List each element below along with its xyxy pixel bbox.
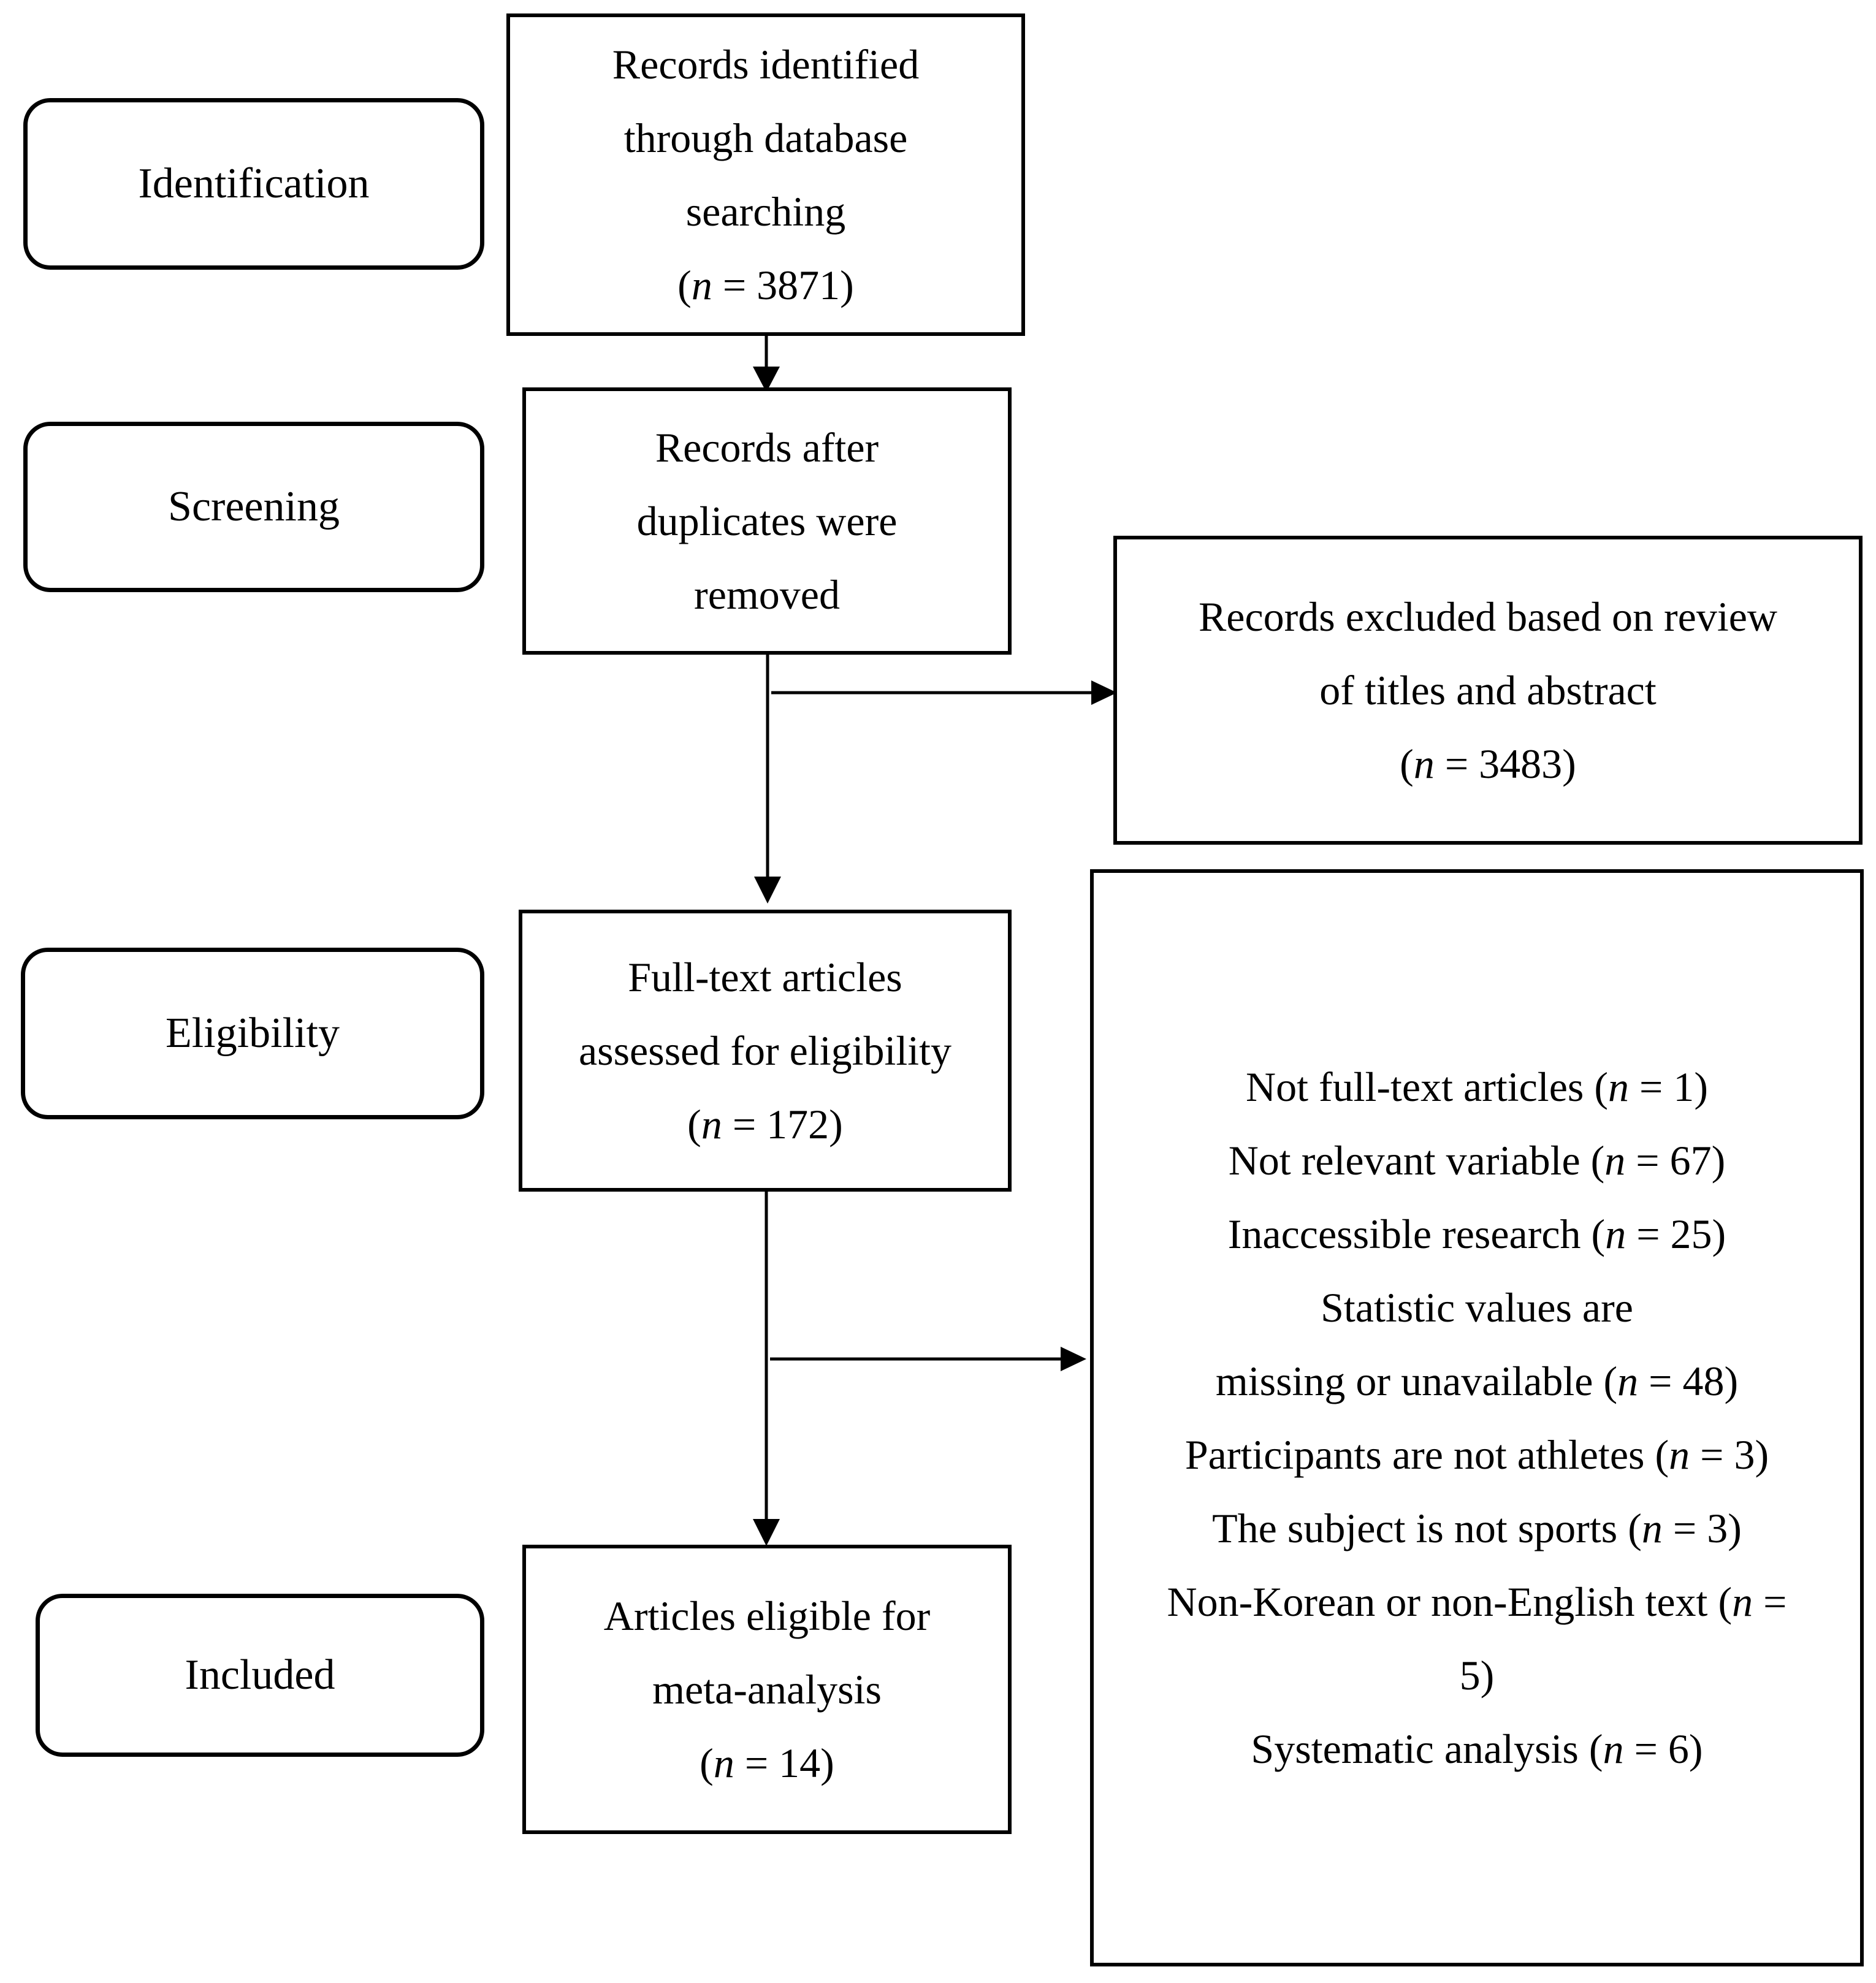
box-records-excluded: Records excluded based on review of titl… (1113, 536, 1863, 845)
stage-identification-label: Identification (138, 160, 370, 207)
box-articles-eligible: Articles eligible for meta-analysis (n =… (522, 1545, 1012, 1834)
stage-screening-label: Screening (168, 483, 340, 530)
stage-identification: Identification (23, 98, 484, 270)
box-records-after-duplicates-line-2: duplicates were (636, 498, 898, 544)
arrowhead-eligibility-to-included (753, 1519, 780, 1546)
exclusion-reason: Participants are not athletes (n = 3) (1184, 1431, 1769, 1478)
exclusion-reason: The subject is not sports (n = 3) (1212, 1505, 1742, 1551)
arrowhead-screening-to-excluded (1091, 680, 1117, 705)
stage-included-label: Included (185, 1651, 335, 1699)
box-records-identified-count: (n = 3871) (677, 262, 854, 308)
box-records-after-duplicates-line-3: removed (694, 571, 840, 618)
box-records-identified: Records identified through database sear… (506, 13, 1025, 336)
exclusion-reason: Statistic values are (1321, 1284, 1633, 1331)
arrowhead-eligibility-to-reasons (1061, 1347, 1086, 1371)
arrowhead-identified-to-screening (753, 367, 780, 392)
stage-included: Included (36, 1594, 484, 1757)
stage-screening: Screening (23, 422, 484, 592)
box-articles-eligible-line-2: meta-analysis (652, 1666, 882, 1713)
box-articles-eligible-count: (n = 14) (700, 1740, 834, 1786)
box-records-excluded-count: (n = 3483) (1400, 740, 1576, 787)
stage-eligibility: Eligibility (21, 948, 484, 1119)
arrowhead-screening-to-eligibility (754, 877, 781, 904)
box-records-after-duplicates: Records after duplicates were removed (522, 387, 1012, 655)
exclusion-reason: Non-Korean or non-English text (n = (1167, 1578, 1787, 1625)
box-records-after-duplicates-line-1: Records after (655, 424, 879, 471)
exclusion-reasons-list: Not full-text articles (n = 1) Not relev… (1167, 1050, 1787, 1786)
box-full-text-assessed-line-2: assessed for eligibility (578, 1027, 952, 1074)
box-records-identified-line-2: through database (623, 115, 908, 161)
box-full-text-excluded-reasons: Not full-text articles (n = 1) Not relev… (1090, 869, 1864, 1966)
exclusion-reason: Not full-text articles (n = 1) (1245, 1064, 1709, 1110)
exclusion-reason-continued: 5) (1459, 1652, 1495, 1699)
box-full-text-assessed-line-1: Full-text articles (628, 954, 902, 1000)
box-records-identified-line-3: searching (685, 188, 846, 235)
box-records-excluded-line-1: Records excluded based on review (1198, 593, 1778, 640)
box-records-identified-line-1: Records identified (612, 41, 920, 88)
exclusion-reason: Inaccessible research (n = 25) (1227, 1211, 1726, 1257)
exclusion-reason: Not relevant variable (n = 67) (1228, 1137, 1726, 1184)
exclusion-reason: missing or unavailable (n = 48) (1215, 1358, 1739, 1404)
stage-eligibility-label: Eligibility (166, 1010, 340, 1057)
exclusion-reason: Systematic analysis (n = 6) (1251, 1726, 1703, 1772)
box-full-text-assessed: Full-text articles assessed for eligibil… (519, 910, 1012, 1192)
box-articles-eligible-line-1: Articles eligible for (603, 1593, 931, 1639)
box-records-excluded-line-2: of titles and abstract (1319, 667, 1657, 714)
box-full-text-assessed-count: (n = 172) (687, 1101, 843, 1148)
